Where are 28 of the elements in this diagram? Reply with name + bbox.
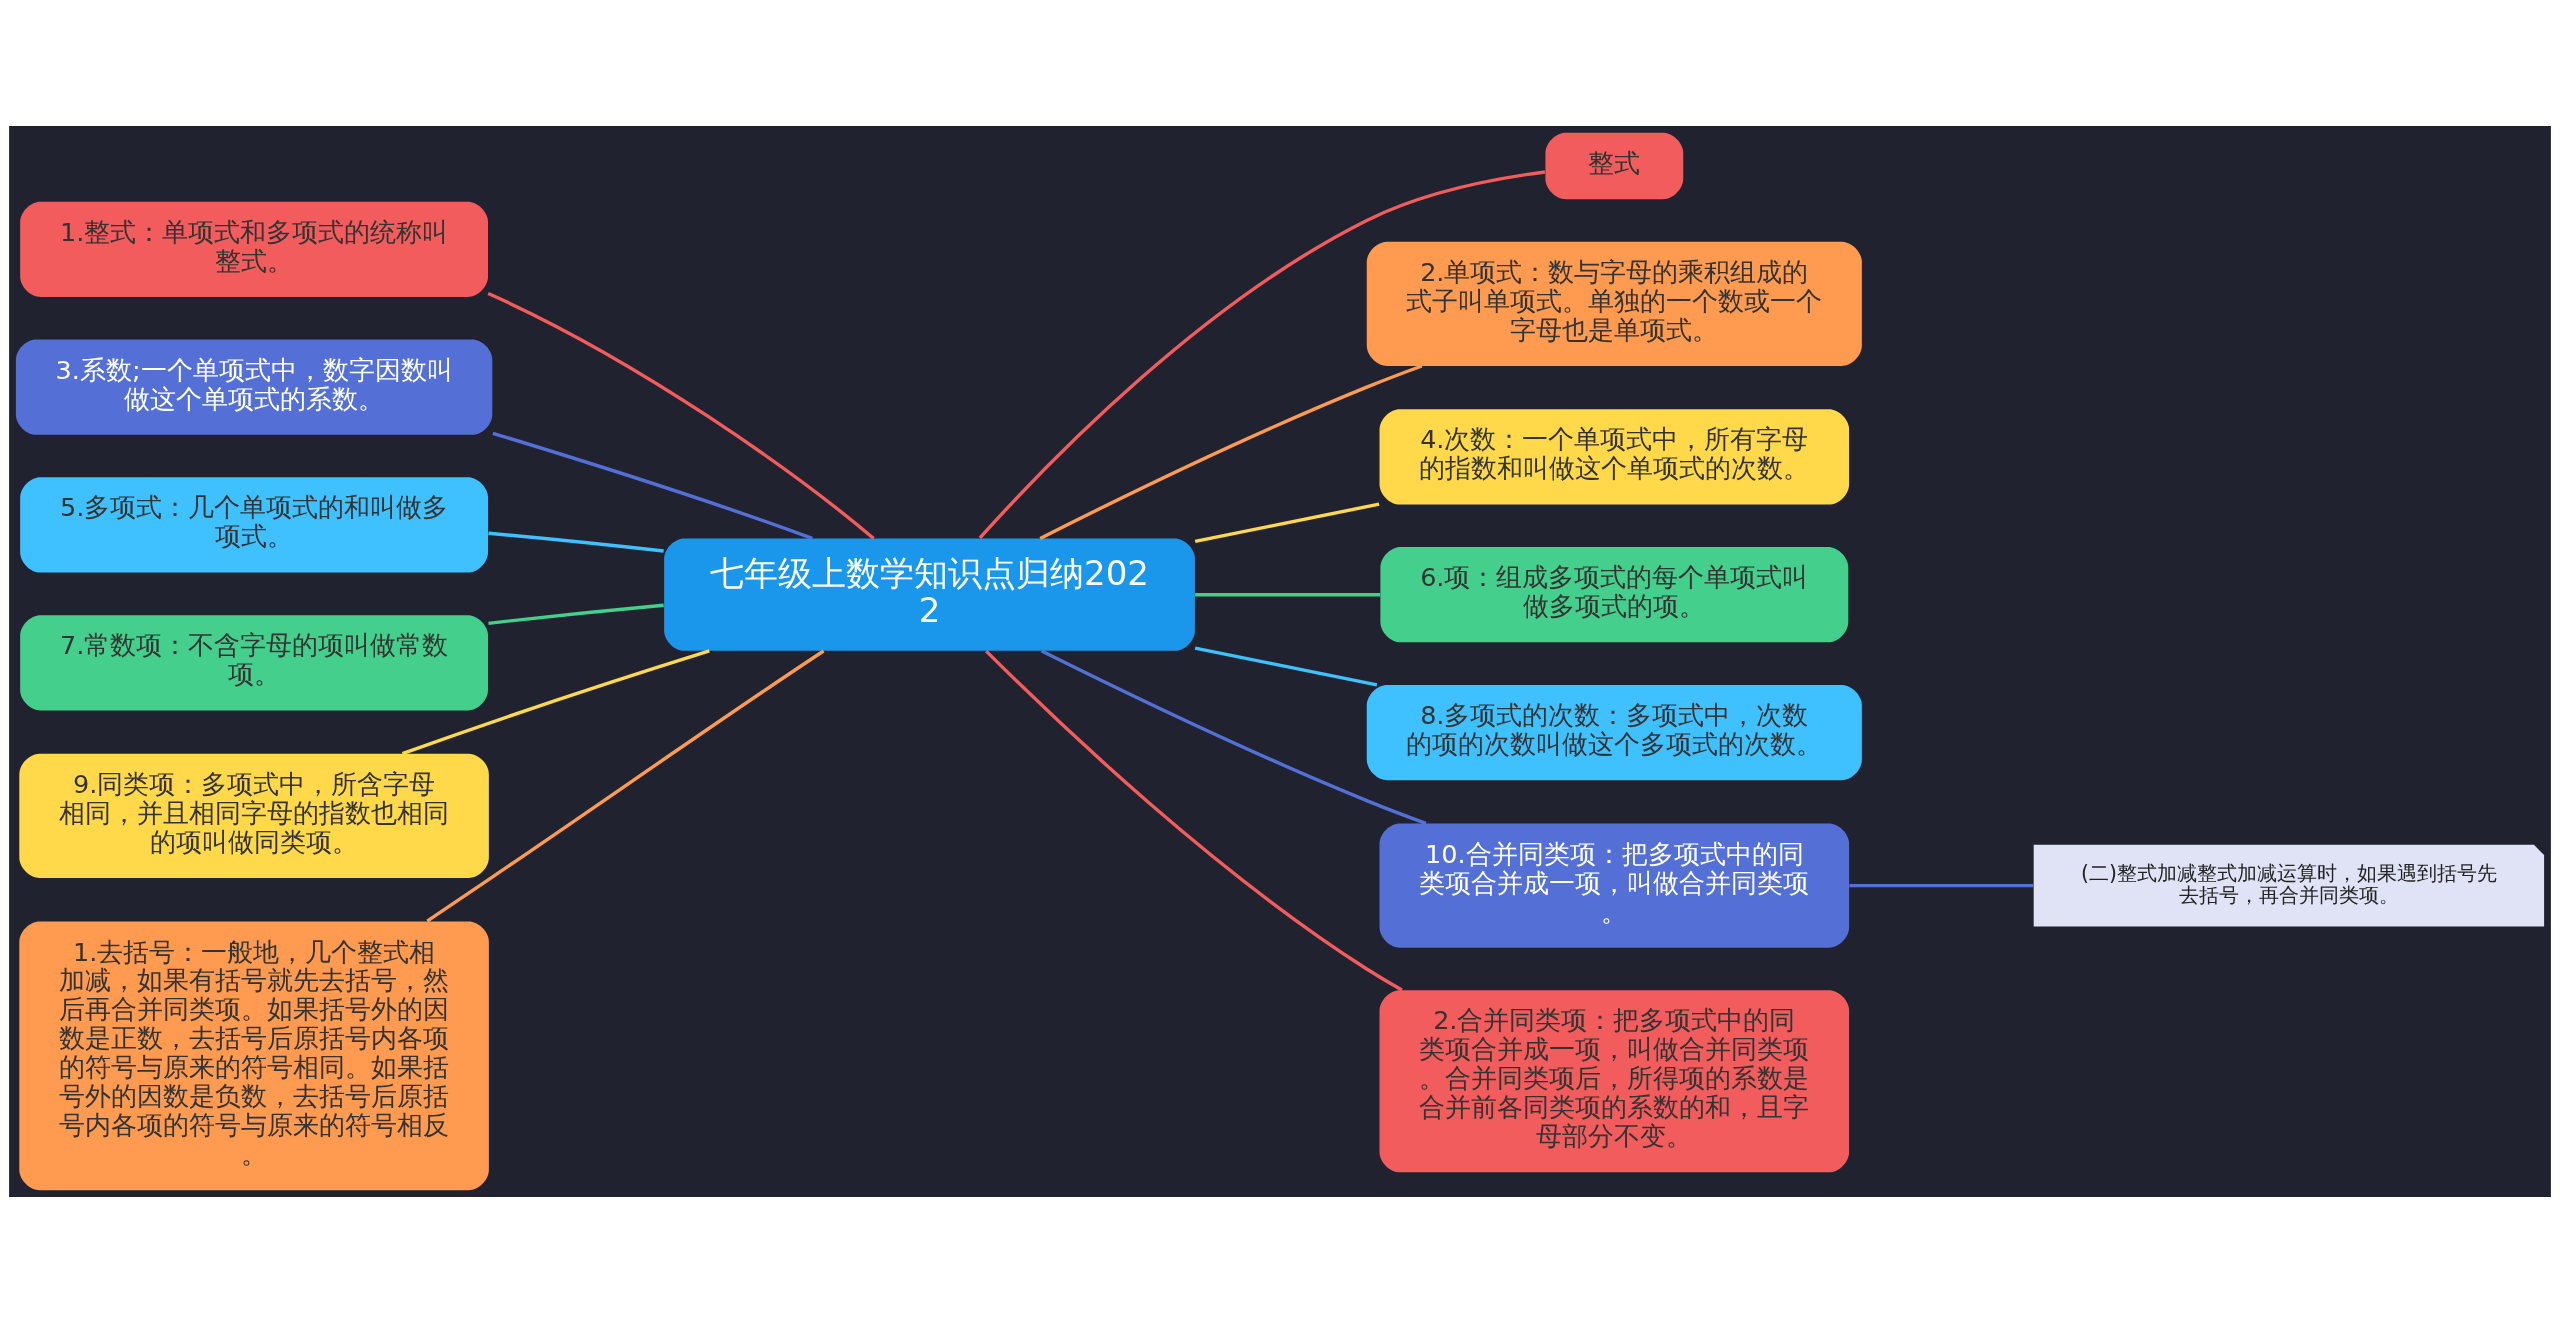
node-box: 3.系数;一个单项式中，数字因数叫做这个单项式的系数。 <box>15 339 493 435</box>
node-box: 2.单项式：数与字母的乘积组成的式子叫单项式。单独的一个数或一个字母也是单项式。 <box>1366 241 1862 366</box>
connector <box>978 170 1546 540</box>
node-box: 七年级上数学知识点归纳2022 <box>664 538 1195 651</box>
connector <box>492 431 813 541</box>
connector <box>1194 646 1378 687</box>
connector <box>488 603 664 626</box>
connector <box>1039 364 1423 540</box>
connector <box>1194 502 1380 543</box>
connector <box>985 649 1403 992</box>
connector <box>487 291 875 540</box>
node-box: 4.次数：一个单项式中，所有字母的指数和叫做这个单项式的次数。 <box>1379 409 1850 505</box>
node-box: 7.常数项：不含字母的项叫做常数项。 <box>20 615 488 711</box>
node-box: 1.整式：单项式和多项式的统称叫整式。 <box>20 201 488 297</box>
node-box: 5.多项式：几个单项式的和叫做多项式。 <box>20 477 488 573</box>
connector <box>426 649 825 923</box>
connector <box>401 649 710 756</box>
node-box: 6.项：组成多项式的每个单项式叫做多项式的项。 <box>1380 547 1849 643</box>
node-box: 整式 <box>1545 132 1684 200</box>
node-box: 10.合并同类项：把多项式中的同类项合并成一项，叫做合并同类项。 <box>1379 823 1850 948</box>
node-box: 8.多项式的次数：多项式中，次数的项的次数叫做这个多项式的次数。 <box>1366 684 1862 781</box>
node-box: 2.合并同类项：把多项式中的同类项合并成一项，叫做合并同类项。合并同类项后，所得项的系数是合并前各同类项的系数的和，且字母部分不变。 <box>1379 990 1850 1173</box>
connector <box>1195 593 1381 597</box>
node-box: 1.去括号：一般地，几个整式相加减，如果有括号就先去括号，然后再合并同类项。如果括号外的因数是正数，去括号后原括号内各项的符号与原来的符号相同。如果括号外的因数是负数，去括号后原括号内各项的符号与原来的符号相反。 <box>19 921 489 1191</box>
connector <box>1040 649 1427 826</box>
node-box: 9.同类项：多项式中，所含字母相同，并且相同字母的指数也相同的项叫做同类项。 <box>19 753 489 878</box>
connector <box>1849 883 2034 888</box>
connector <box>488 531 664 553</box>
